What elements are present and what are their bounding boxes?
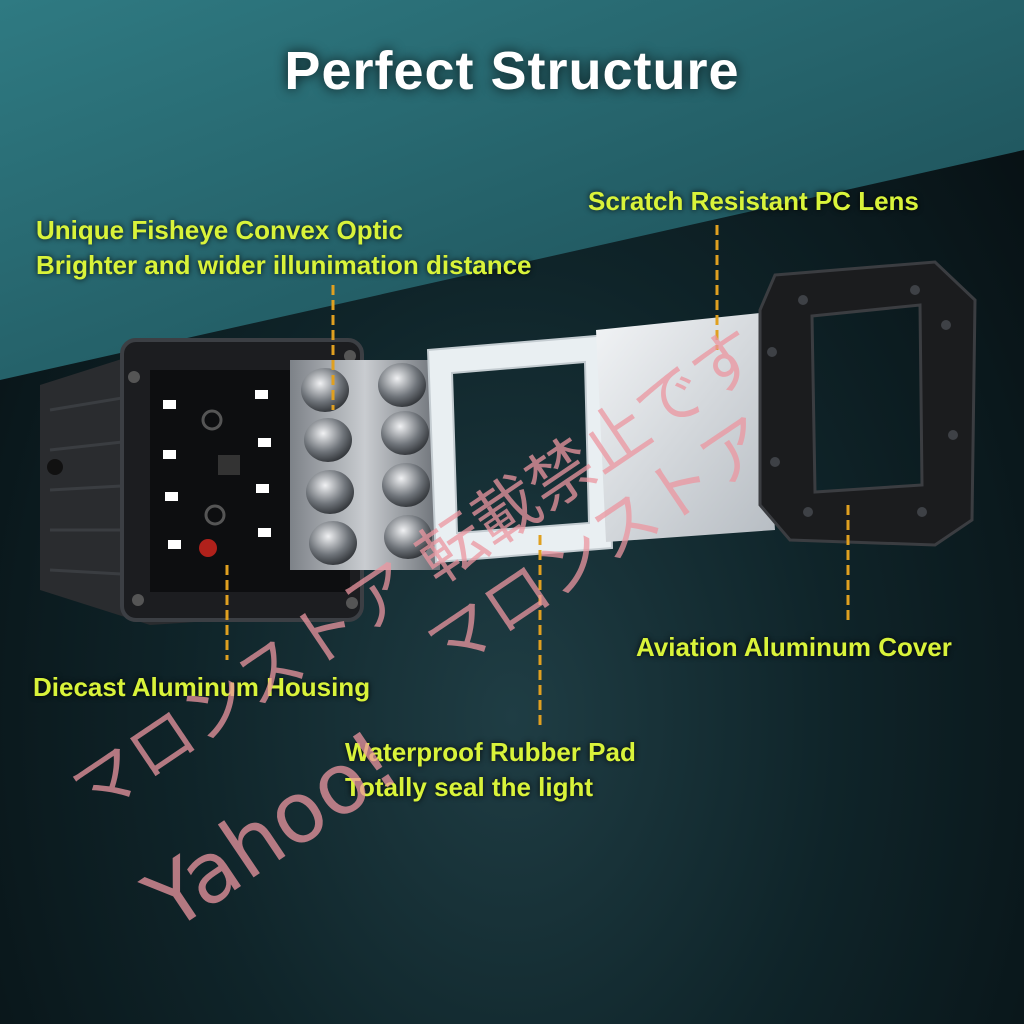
fisheye-optic — [290, 360, 440, 570]
lens-label: Scratch Resistant PC Lens — [588, 186, 919, 216]
background-band — [0, 0, 1024, 380]
optic-label: Unique Fisheye Convex Optic Brighter and… — [36, 213, 532, 283]
pc-lens — [596, 313, 775, 542]
aluminum-cover — [758, 260, 977, 547]
housing-label: Diecast Aluminum Housing — [33, 672, 371, 702]
rubber-label-line2: Totally seal the light — [345, 772, 594, 802]
rubber-label: Waterproof Rubber Pad Totally seal the l… — [345, 735, 636, 805]
optic-label-line1: Unique Fisheye Convex Optic — [36, 215, 403, 245]
page-title: Perfect Structure — [284, 41, 740, 101]
rubber-label-line1: Waterproof Rubber Pad — [345, 737, 636, 767]
optic-label-line2: Brighter and wider illunimation distance — [36, 250, 532, 280]
cover-label: Aviation Aluminum Cover — [636, 632, 952, 662]
rubber-pad — [426, 333, 614, 564]
